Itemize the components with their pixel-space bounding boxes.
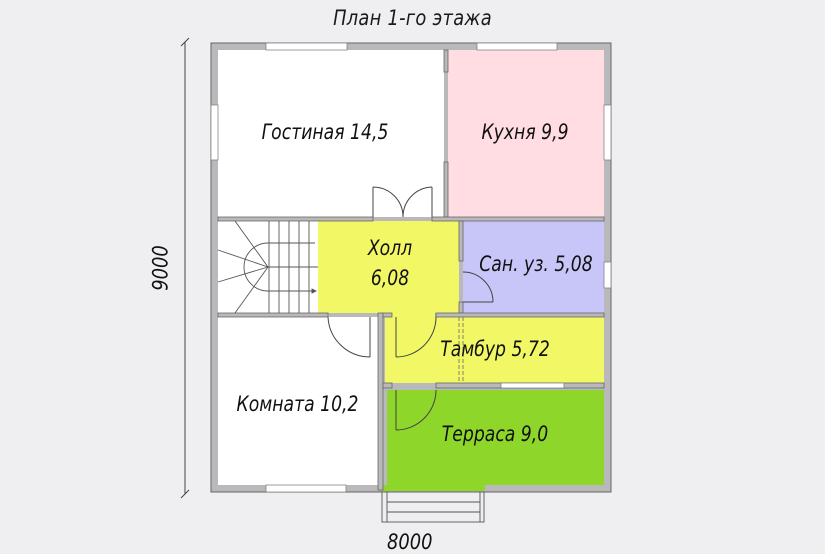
terrace-door (395, 389, 437, 431)
room-hall (318, 221, 459, 313)
room-terrace (387, 390, 604, 485)
room-label-kitchen: Кухня 9,9 (481, 120, 569, 144)
window-living-left (210, 104, 219, 161)
height-dimension-line (180, 37, 190, 499)
room-kitchen (448, 50, 604, 217)
width-dimension-label: 8000 (387, 530, 433, 554)
room-label-hall-name: Холл (367, 236, 413, 260)
window-kitchen-top (476, 42, 558, 51)
staircase (217, 220, 318, 314)
room-label-bathroom: Сан. уз. 5,08 (479, 252, 593, 276)
room-vestibule (385, 317, 604, 383)
room-room (218, 317, 378, 485)
room-label-terrace: Терраса 9,0 (441, 422, 549, 446)
plan-title: План 1-го этажа (333, 6, 492, 30)
vestibule-door (395, 316, 437, 358)
room-living (218, 50, 444, 217)
porch-steps (381, 491, 485, 523)
bathroom-door (462, 271, 494, 303)
room-door (327, 316, 371, 358)
window-kitchen-right (603, 104, 612, 161)
room-label-room: Комната 10,2 (236, 392, 359, 416)
window-vestibule (500, 382, 565, 389)
window-bath-right (603, 261, 612, 289)
room-label-living: Гостиная 14,5 (261, 120, 389, 144)
room-label-hall-area: 6,08 (370, 266, 410, 290)
height-dimension-label: 9000 (148, 245, 173, 291)
double-door (372, 186, 433, 218)
window-living-top (265, 42, 348, 51)
room-label-vestibule: Тамбур 5,72 (440, 337, 550, 361)
room-bathroom (463, 221, 604, 313)
window-room-bottom (265, 484, 347, 493)
